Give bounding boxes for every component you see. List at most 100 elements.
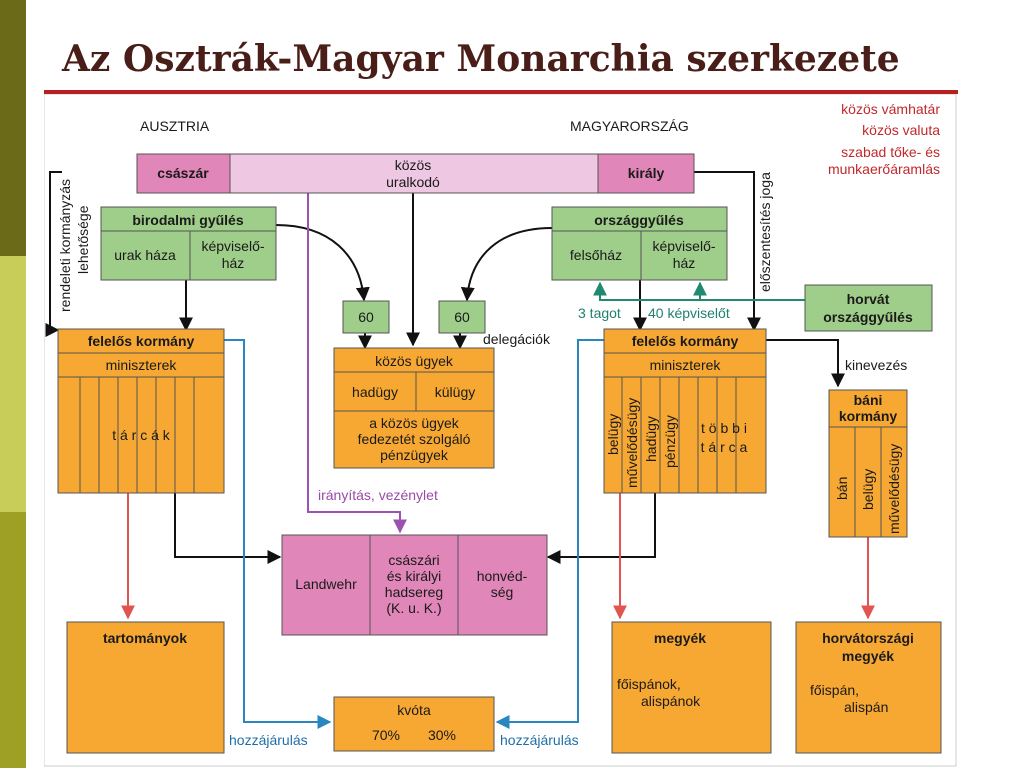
horvat-to-orszaggyules-line bbox=[593, 281, 805, 301]
svg-text:külügy: külügy bbox=[435, 384, 475, 400]
hozzajarulas-right-label: hozzájárulás bbox=[500, 732, 579, 748]
aus-govt-to-army-arrow bbox=[174, 493, 282, 564]
svg-text:országgyűlés: országgyűlés bbox=[594, 212, 684, 228]
megyek-box: megyék főispánok, alispánok bbox=[611, 621, 772, 754]
slide-accent-stripes bbox=[0, 0, 26, 768]
svg-text:megyék: megyék bbox=[842, 648, 894, 664]
hozzajarulas-left-label: hozzájárulás bbox=[229, 732, 308, 748]
eloszentesites-label: előszentesítés joga bbox=[757, 172, 773, 292]
svg-text:pénzügy: pénzügy bbox=[662, 415, 678, 468]
iranyitas-arrow bbox=[307, 193, 407, 534]
svg-text:hadsereg: hadsereg bbox=[385, 584, 443, 600]
hun-govt-to-army-arrow bbox=[546, 493, 656, 564]
svg-text:bán: bán bbox=[834, 477, 850, 500]
diagram-frame bbox=[44, 94, 957, 767]
negyven-kepviselot-label: 40 képviselőt bbox=[648, 305, 730, 321]
svg-text:Landwehr: Landwehr bbox=[295, 576, 357, 592]
csaszar-box bbox=[136, 153, 231, 194]
svg-text:fedezetét szolgáló: fedezetét szolgáló bbox=[358, 431, 471, 447]
hun-felelos-kormany-box: felelős kormány miniszterek belügy művel… bbox=[603, 328, 767, 494]
svg-text:alispán: alispán bbox=[844, 699, 888, 715]
iranyitas-label: irányítás, vezénylet bbox=[318, 487, 438, 503]
hun-govt-to-bani-arrow bbox=[766, 339, 845, 388]
svg-text:megyék: megyék bbox=[654, 630, 706, 646]
delegation-right-box: 60 bbox=[438, 300, 486, 334]
birodalmi-gyules-box: birodalmi gyűlés urak háza képviselő- há… bbox=[100, 206, 277, 281]
svg-text:70%: 70% bbox=[372, 727, 400, 743]
delegaciok-label: delegációk bbox=[483, 331, 551, 347]
svg-text:miniszterek: miniszterek bbox=[650, 357, 722, 373]
kozos-vamhatar-text: közös vámhatár bbox=[841, 101, 940, 117]
svg-text:t á r c a: t á r c a bbox=[701, 439, 748, 455]
svg-text:felelős kormány: felelős kormány bbox=[632, 333, 739, 349]
tartomanyok-box: tartományok bbox=[66, 621, 225, 754]
ruler-bar: császár közös uralkodó király bbox=[136, 153, 695, 194]
harom-tagot-label: 3 tagot bbox=[578, 305, 621, 321]
svg-text:országgyűlés: országgyűlés bbox=[823, 309, 913, 325]
svg-text:felsőház: felsőház bbox=[570, 247, 622, 263]
kiraly-to-hun-govt-arrow bbox=[694, 171, 761, 332]
csaszar-label: császár bbox=[157, 165, 209, 181]
bani-kormany-box: báni kormány bán belügy művelődésügy bbox=[828, 389, 908, 538]
magyarorszag-label: MAGYARORSZÁG bbox=[570, 118, 689, 134]
svg-text:tartományok: tartományok bbox=[103, 630, 187, 646]
svg-text:főispánok,: főispánok, bbox=[617, 676, 681, 692]
svg-text:t ö b b i: t ö b b i bbox=[701, 420, 747, 436]
svg-text:60: 60 bbox=[454, 309, 470, 325]
svg-text:pénzügyek: pénzügyek bbox=[380, 447, 449, 463]
svg-text:t á r c á k: t á r c á k bbox=[112, 427, 171, 443]
svg-text:30%: 30% bbox=[428, 727, 456, 743]
svg-text:felelős kormány: felelős kormány bbox=[88, 333, 195, 349]
horvat-megyek-box: horvátországi megyék főispán, alispán bbox=[795, 621, 942, 754]
csaszar-to-aus-govt-arrow bbox=[45, 171, 62, 337]
svg-text:művelődésügy: művelődésügy bbox=[624, 398, 640, 488]
orszaggyules-to-delegation-arrow bbox=[460, 227, 553, 302]
aus-hozzajarulas-arrow bbox=[224, 339, 332, 729]
svg-text:császári: császári bbox=[388, 552, 439, 568]
svg-text:belügy: belügy bbox=[605, 414, 621, 455]
svg-text:ség: ség bbox=[491, 584, 514, 600]
horvat-orszaggyules-box: horvát országgyűlés bbox=[804, 284, 933, 332]
svg-text:művelődésügy: művelődésügy bbox=[886, 444, 902, 534]
svg-text:kvóta: kvóta bbox=[397, 702, 431, 718]
uralkodo-label: uralkodó bbox=[386, 174, 440, 190]
svg-text:hadügy: hadügy bbox=[352, 384, 398, 400]
svg-text:báni: báni bbox=[854, 392, 883, 408]
svg-text:urak háza: urak háza bbox=[114, 247, 176, 263]
svg-text:ház: ház bbox=[673, 255, 696, 271]
svg-text:birodalmi gyűlés: birodalmi gyűlés bbox=[132, 212, 243, 228]
svg-text:kormány: kormány bbox=[839, 408, 898, 424]
svg-text:hadügy: hadügy bbox=[643, 416, 659, 462]
svg-text:képviselő-: képviselő- bbox=[201, 238, 264, 254]
svg-text:a közös ügyek: a közös ügyek bbox=[369, 415, 459, 431]
szabad-toke-text: szabad tőke- és bbox=[841, 144, 940, 160]
svg-text:főispán,: főispán, bbox=[810, 682, 859, 698]
svg-text:és királyi: és királyi bbox=[387, 568, 441, 584]
birodalmi-to-delegation-arrow bbox=[275, 224, 370, 302]
ausztria-label: AUSZTRIA bbox=[140, 118, 210, 134]
svg-text:lehetősége: lehetősége bbox=[75, 205, 91, 274]
orszaggyules-box: országgyűlés felsőház képviselő- ház bbox=[551, 206, 728, 281]
svg-text:közös ügyek: közös ügyek bbox=[375, 353, 454, 369]
delegation-left-box: 60 bbox=[342, 300, 390, 334]
kozos-valuta-text: közös valuta bbox=[862, 122, 940, 138]
svg-text:rendeleti kormányzás: rendeleti kormányzás bbox=[57, 179, 73, 312]
svg-text:miniszterek: miniszterek bbox=[106, 357, 178, 373]
svg-text:horvát: horvát bbox=[847, 291, 890, 307]
munkaeroaramlas-text: munkaerőáramlás bbox=[828, 161, 940, 177]
svg-text:(K. u. K.): (K. u. K.) bbox=[386, 600, 441, 616]
kozos-ugyek-box: közös ügyek hadügy külügy a közös ügyek … bbox=[333, 347, 495, 469]
kvota-box: kvóta 70% 30% bbox=[333, 696, 495, 752]
army-box: Landwehr császári és királyi hadsereg (K… bbox=[281, 534, 548, 636]
svg-text:képviselő-: képviselő- bbox=[652, 238, 715, 254]
svg-text:horvátországi: horvátországi bbox=[822, 630, 914, 646]
kozos-label: közös bbox=[395, 157, 432, 173]
svg-text:belügy: belügy bbox=[860, 469, 876, 510]
kinevezes-label: kinevezés bbox=[845, 357, 907, 373]
hun-hozzajarulas-arrow bbox=[495, 339, 604, 729]
monarchy-structure-diagram: AUSZTRIA MAGYARORSZÁG rendeleti kormányz… bbox=[44, 94, 957, 767]
kiraly-box bbox=[597, 153, 695, 194]
svg-text:ház: ház bbox=[222, 255, 245, 271]
svg-text:honvéd-: honvéd- bbox=[477, 568, 528, 584]
kiraly-label: király bbox=[628, 165, 665, 181]
